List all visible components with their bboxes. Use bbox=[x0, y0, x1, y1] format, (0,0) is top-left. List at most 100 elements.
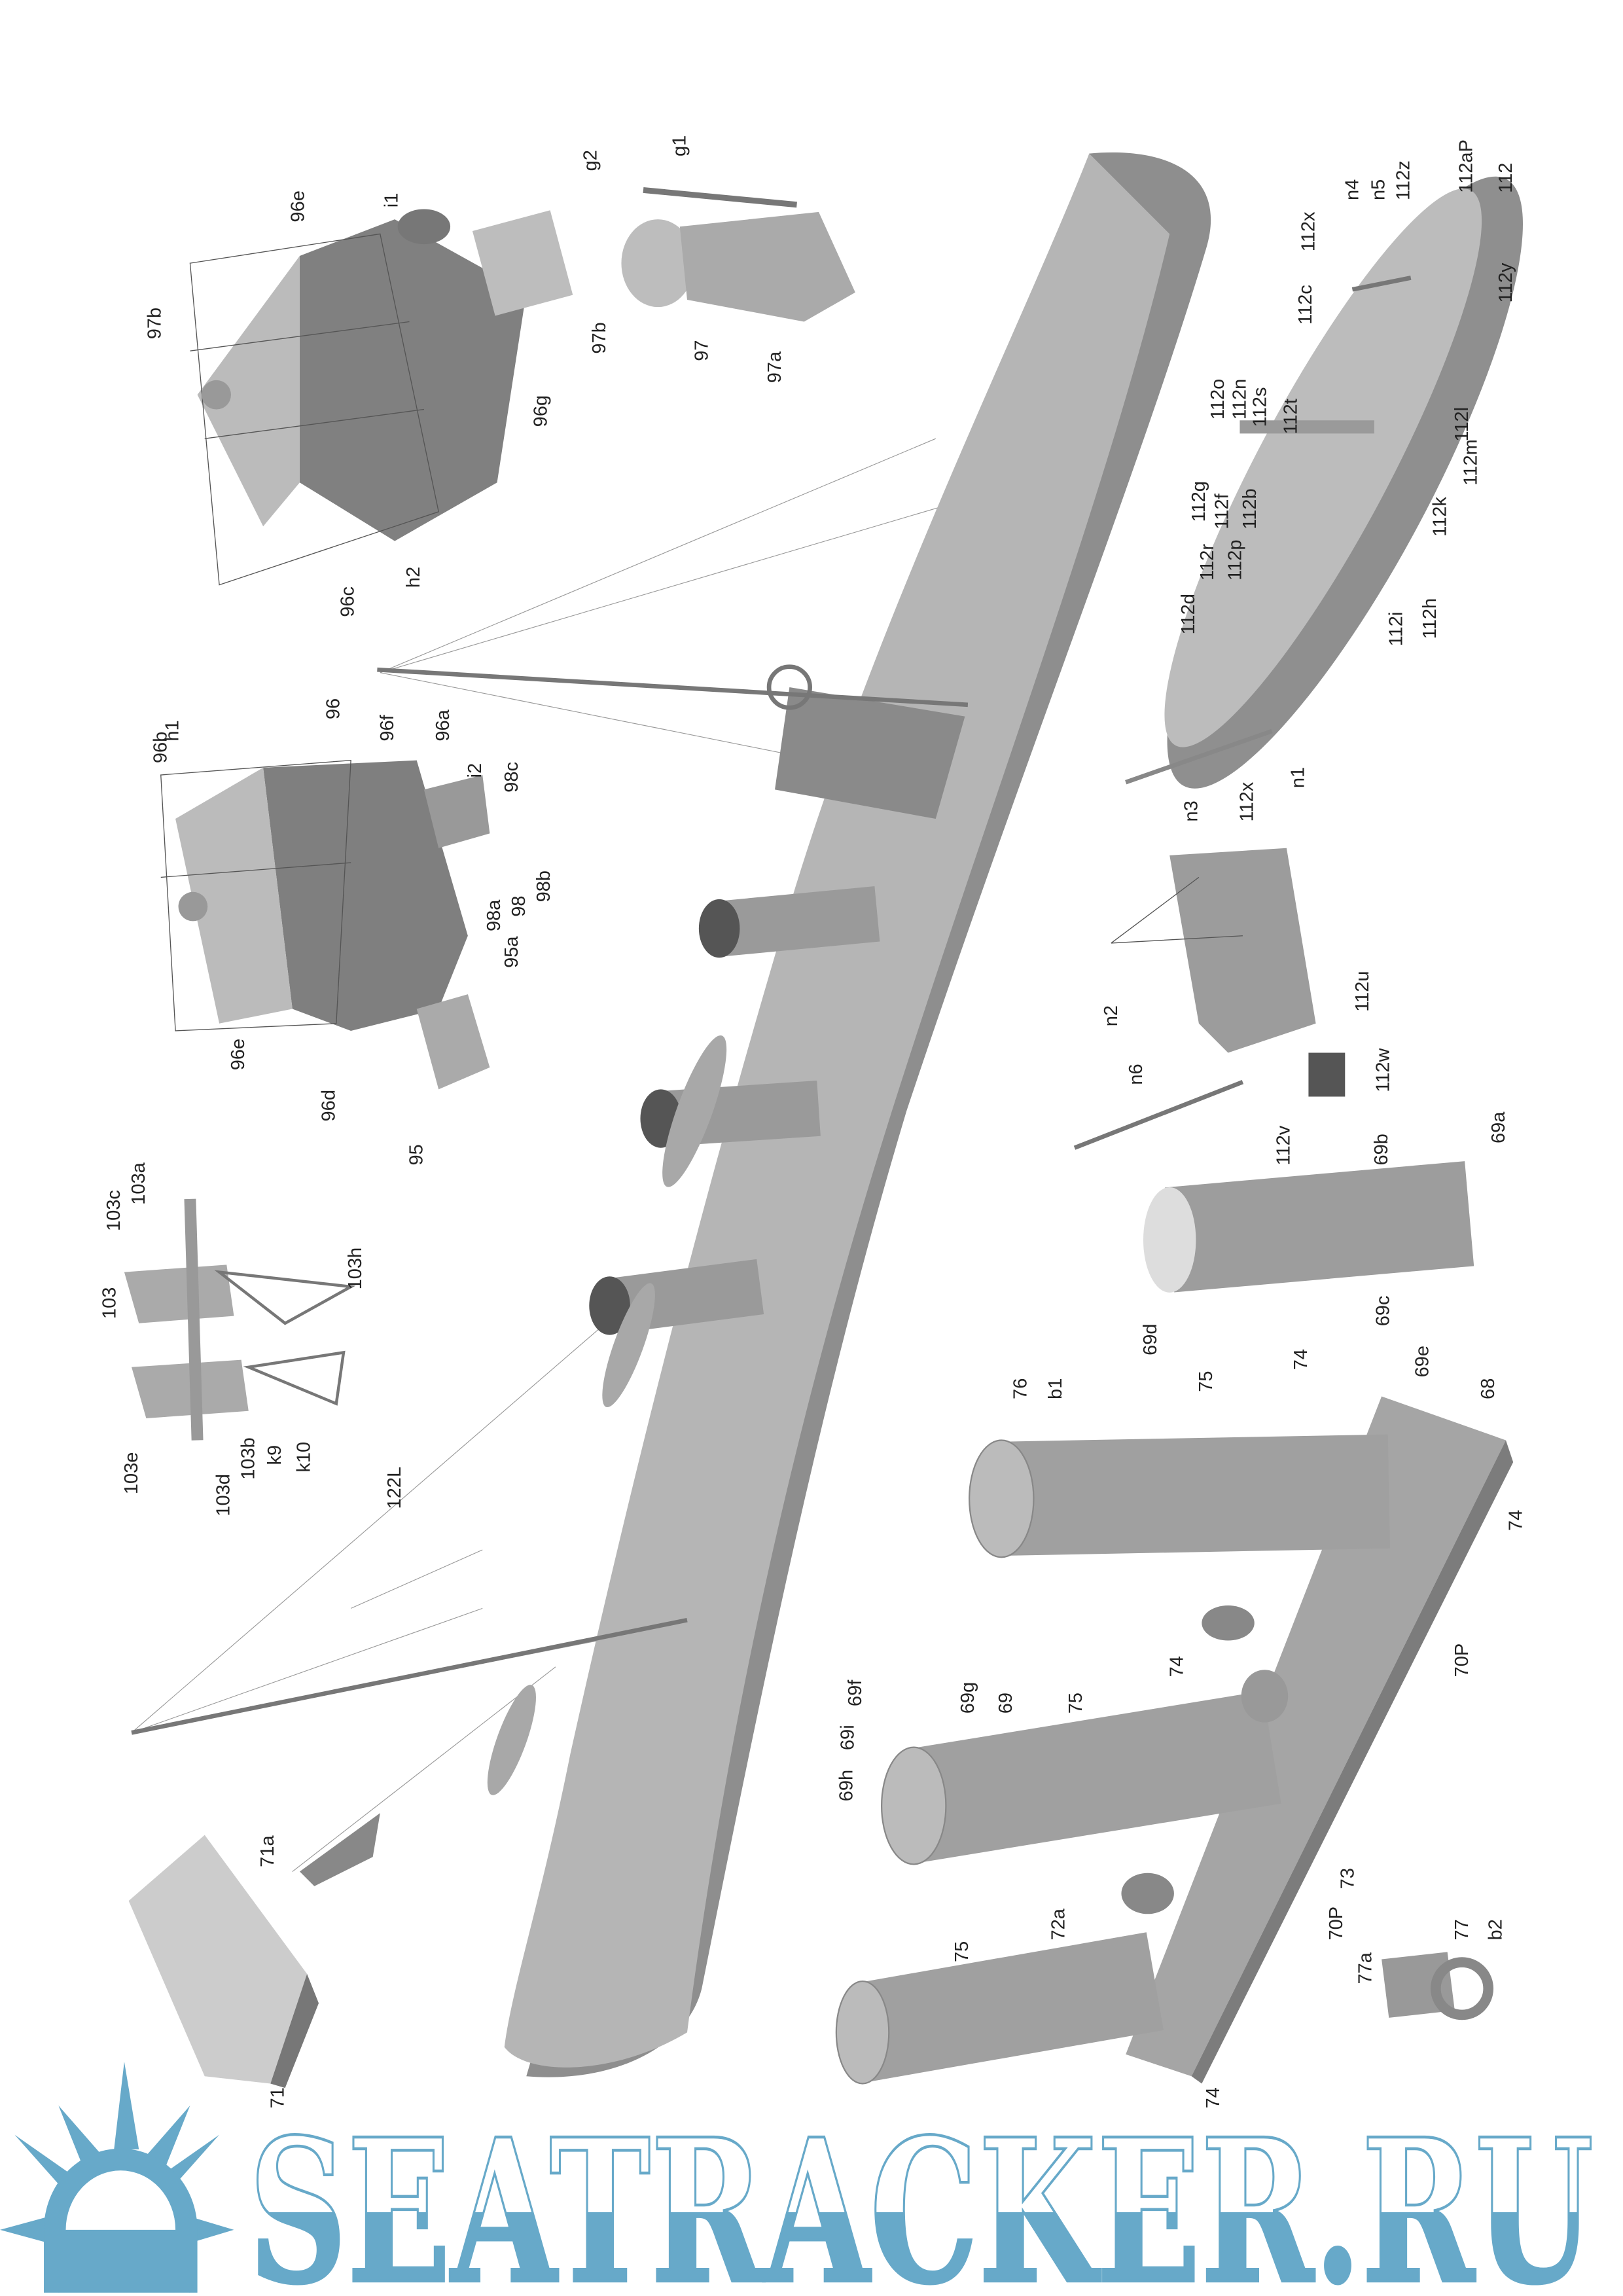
part-label: 112u bbox=[1352, 971, 1373, 1011]
part-label: 96e bbox=[228, 1039, 249, 1070]
part-label: n4 bbox=[1342, 179, 1363, 200]
part-label: 96f bbox=[377, 714, 398, 741]
part-label: 112l bbox=[1452, 407, 1472, 442]
part-label: 112w bbox=[1372, 1048, 1393, 1092]
part-label: 103 bbox=[99, 1287, 120, 1319]
part-label: 97b bbox=[589, 322, 610, 353]
part-label: 112 bbox=[1495, 163, 1516, 193]
part-label: 69h bbox=[836, 1770, 857, 1801]
part-label: 76 bbox=[1010, 1378, 1031, 1399]
part-label: h1 bbox=[162, 720, 183, 741]
part-label: 112h bbox=[1419, 598, 1440, 639]
part-labels: 97b 96e i1 96g 96c h2 g2 g1 97b 97 97a 9… bbox=[99, 135, 1526, 2109]
part-75-funnels bbox=[835, 1434, 1390, 2085]
part-label: 69d bbox=[1140, 1323, 1161, 1355]
part-label: 112p bbox=[1225, 539, 1246, 580]
part-label: 112c bbox=[1295, 285, 1316, 325]
part-label: n2 bbox=[1101, 1005, 1122, 1026]
part-96-lower bbox=[160, 759, 490, 1090]
part-label: 75 bbox=[1196, 1371, 1217, 1391]
sunburst-icon bbox=[0, 2061, 234, 2293]
part-label: 71 bbox=[267, 2087, 288, 2108]
part-label: 74 bbox=[1166, 1656, 1187, 1677]
part-103 bbox=[124, 1198, 356, 1441]
part-label: n5 bbox=[1368, 179, 1389, 200]
part-label: 98c bbox=[501, 762, 522, 793]
part-97 bbox=[621, 187, 855, 322]
part-label: 69 bbox=[995, 1693, 1016, 1713]
part-label: 112x bbox=[1298, 211, 1319, 251]
part-label: 97b bbox=[145, 308, 166, 339]
part-label: 96c bbox=[338, 586, 359, 617]
seatracker-logo: SEATRACKER.RU bbox=[0, 2061, 1595, 2296]
part-label: 71a bbox=[257, 1835, 278, 1867]
part-label: 112x bbox=[1237, 781, 1258, 821]
part-label: k9 bbox=[264, 1445, 285, 1465]
part-label: g1 bbox=[669, 135, 690, 156]
part-label: 112k bbox=[1429, 497, 1450, 537]
part-label: g2 bbox=[580, 150, 601, 171]
part-label: 77a bbox=[1355, 1952, 1376, 1984]
part-77 bbox=[1382, 1952, 1494, 2020]
part-label: i1 bbox=[382, 193, 402, 208]
part-label: 72a bbox=[1048, 1908, 1069, 1940]
part-label: 69g bbox=[957, 1682, 978, 1713]
part-label: 112n bbox=[1229, 379, 1250, 420]
part-label: 103e bbox=[121, 1452, 142, 1495]
part-label: 96b bbox=[151, 732, 171, 763]
part-label: 96g bbox=[531, 395, 552, 427]
part-label: 112aP bbox=[1456, 139, 1477, 193]
part-96-upper bbox=[189, 209, 573, 586]
part-label: 112z bbox=[1393, 160, 1414, 200]
part-label: 112g bbox=[1188, 481, 1209, 522]
part-label: 74 bbox=[1506, 1510, 1527, 1531]
part-label: k10 bbox=[294, 1442, 315, 1473]
part-label: 112f bbox=[1212, 493, 1233, 529]
part-label: 103b bbox=[238, 1437, 259, 1480]
part-label: 75 bbox=[952, 1941, 972, 1962]
part-label: 122L bbox=[384, 1467, 405, 1509]
part-label: 112v bbox=[1273, 1125, 1294, 1165]
part-label: 97a bbox=[764, 351, 785, 383]
part-label: 73 bbox=[1338, 1868, 1359, 1889]
ship-hull bbox=[131, 152, 1211, 2077]
part-label: 95a bbox=[501, 936, 522, 968]
part-label: 69f bbox=[845, 1679, 866, 1706]
part-label: 103h bbox=[345, 1247, 366, 1290]
part-label: 98 bbox=[508, 895, 529, 916]
part-label: 97 bbox=[691, 340, 712, 361]
part-label: 69e bbox=[1412, 1346, 1433, 1377]
part-label: 74 bbox=[1203, 2087, 1224, 2108]
part-label: 98b bbox=[533, 870, 554, 902]
logo-text: SEATRACKER.RU bbox=[249, 2096, 1594, 2296]
part-label: 112i bbox=[1385, 612, 1406, 647]
ship-funnels bbox=[487, 886, 880, 1795]
part-label: 112s bbox=[1250, 387, 1271, 427]
part-label: 112m bbox=[1460, 439, 1481, 485]
part-label: 69a bbox=[1488, 1111, 1509, 1143]
part-label: 96a bbox=[433, 709, 454, 741]
part-label: 74 bbox=[1291, 1349, 1311, 1370]
part-69 bbox=[1143, 1161, 1474, 1293]
part-label: b2 bbox=[1485, 1919, 1506, 1940]
part-label: n6 bbox=[1126, 1064, 1147, 1085]
part-label: 103d bbox=[213, 1474, 234, 1516]
part-label: 96e bbox=[288, 190, 309, 222]
part-71 bbox=[128, 1813, 380, 2089]
part-label: 77 bbox=[1452, 1919, 1472, 1940]
part-label: n3 bbox=[1181, 800, 1202, 821]
part-label: 68 bbox=[1478, 1378, 1499, 1399]
part-label: 95 bbox=[406, 1144, 427, 1165]
part-label: 69i bbox=[838, 1725, 859, 1750]
part-label: n1 bbox=[1288, 767, 1309, 788]
part-label: 103c bbox=[103, 1190, 124, 1231]
part-112-detail bbox=[1073, 848, 1346, 1150]
part-label: i2 bbox=[465, 763, 486, 778]
part-label: 96 bbox=[323, 698, 344, 719]
part-label: 70P bbox=[1452, 1643, 1472, 1677]
part-112-boat bbox=[1125, 176, 1524, 789]
part-68-70P-base bbox=[1126, 1396, 1514, 2084]
part-label: h2 bbox=[403, 567, 424, 588]
part-label: 112r bbox=[1197, 544, 1218, 581]
